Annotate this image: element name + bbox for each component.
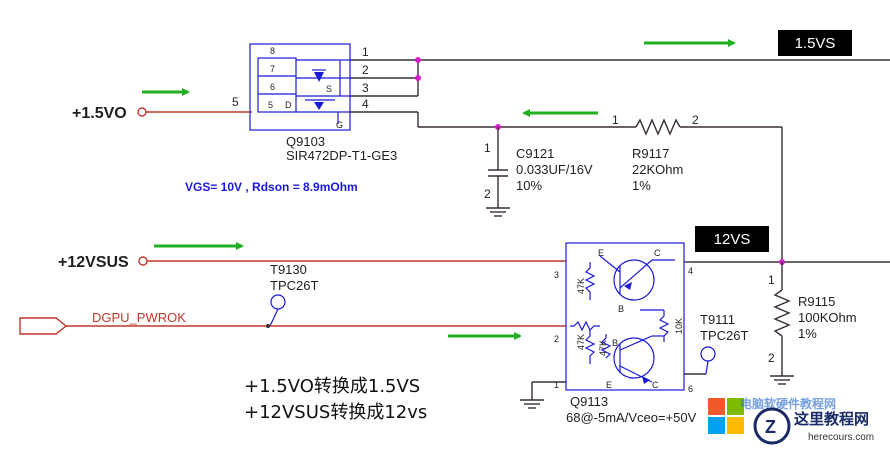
mosfet-q9103: 8 7 6 5 D S G 1 2 3 4 Q9103 SIR472DP-T1-… (249, 43, 397, 163)
q9113-e1: E (598, 248, 604, 258)
r9115-pin2: 2 (768, 351, 775, 365)
q9113-r3-label: 47K (598, 340, 608, 356)
c9121-ref: C9121 (516, 146, 554, 161)
net-1-5vo-input: +1.5VO 5 (72, 95, 252, 122)
q9113-e2: E (606, 380, 612, 390)
q9113-b2: B (612, 338, 618, 348)
q9113-pin2: 2 (554, 334, 559, 344)
q9103-pin-6: 6 (270, 82, 275, 92)
q9113-r2-label: 47K (576, 334, 586, 350)
watermark-partial-text: 电脑软硬件教程网 (740, 396, 836, 411)
testpoint-t9111: T9111 TPC26T (700, 312, 748, 375)
watermark-z-logo-icon (753, 407, 791, 445)
r9115-pin1: 1 (768, 273, 775, 287)
net-12vsus-input: +12VSUS (58, 254, 566, 271)
net-dgpu-pwrok: DGPU_PWROK (19, 310, 566, 335)
q9113-b1: B (618, 304, 624, 314)
r9115-tol: 1% (798, 326, 817, 341)
capacitor-c9121: 1 2 C9121 0.033UF/16V 10% (484, 127, 593, 217)
watermark-logo-tile-2 (727, 398, 744, 415)
q9113-c1: C (654, 248, 661, 258)
transistor-q9113: E C B 47K E C B 47K 47K 10K 3 2 1 4 6 Q9… (520, 242, 706, 425)
q9103-rpin-2: 2 (362, 63, 369, 77)
q9103-s-label: S (326, 84, 332, 94)
c9121-pin2: 2 (484, 187, 491, 201)
svg-text:Z: Z (765, 417, 776, 437)
t9130-part: TPC26T (270, 278, 318, 293)
net-label-12vsus: +12VSUS (58, 254, 129, 271)
t9111-part: TPC26T (700, 328, 748, 343)
q9103-pin-5: 5 (268, 100, 273, 110)
q9113-r4-label: 10K (674, 318, 684, 334)
q9103-rpin-3: 3 (362, 81, 369, 95)
q9113-pin4: 4 (688, 266, 693, 276)
q9103-ext-pin: 5 (232, 95, 239, 109)
r9117-ref: R9117 (632, 146, 669, 161)
q9113-r1-label: 47K (576, 278, 586, 294)
r9115-value: 100KOhm (798, 310, 857, 325)
net-gate-q9103 (350, 111, 636, 130)
q9103-part: SIR472DP-T1-GE3 (286, 148, 397, 163)
q9103-d-label: D (285, 100, 292, 110)
q9113-pin6: 6 (688, 384, 693, 394)
resistor-r9117: 1 2 R9117 22KOhm 1% (612, 113, 783, 262)
r9117-tol: 1% (632, 178, 651, 193)
c9121-tol: 10% (516, 178, 542, 193)
flow-arrows (142, 39, 736, 340)
r9117-pin2: 2 (692, 113, 699, 127)
watermark-logo-tile-3 (708, 417, 725, 434)
watermark-logo-tile-4 (727, 417, 744, 434)
net-12vs-rail: 12VS (692, 226, 890, 265)
caption: +1.5VO转换成1.5VS +12VSUS转换成12vs (244, 376, 427, 423)
q9103-ref: Q9103 (286, 134, 325, 149)
r9117-value: 22KOhm (632, 162, 683, 177)
q9103-pin-8: 8 (270, 46, 275, 56)
net-tag-12vs-text: 12VS (714, 231, 751, 248)
q9113-pin3: 3 (554, 270, 559, 280)
watermark-logo-tile-1 (708, 398, 725, 415)
caption-line-2: +12VSUS转换成12vs (244, 402, 427, 423)
q9103-rpin-1: 1 (362, 45, 369, 59)
net-label-dgpu-pwrok: DGPU_PWROK (92, 310, 186, 325)
net-label-1-5vo: +1.5VO (72, 105, 127, 122)
q9113-part: 68@-5mA/Vceo=+50V (566, 410, 697, 425)
testpoint-t9130: T9130 TPC26T (269, 262, 318, 327)
q9103-pin-7: 7 (270, 64, 275, 74)
t9130-ref: T9130 (270, 262, 307, 277)
resistor-r9115: 1 2 R9115 100KOhm 1% (768, 262, 857, 385)
q9103-g-label: G (336, 120, 343, 130)
watermark-url: herecours.com (808, 432, 874, 443)
q9113-ref: Q9113 (570, 394, 608, 409)
watermark-site-name: 这里教程网 (794, 410, 869, 428)
q9103-rpin-4: 4 (362, 97, 369, 111)
c9121-value: 0.033UF/16V (516, 162, 593, 177)
r9117-pin1: 1 (612, 113, 619, 127)
watermark: 电脑软硬件教程网 Z 这里教程网 herecours.com (708, 396, 874, 445)
q9113-c2: C (652, 380, 659, 390)
r9115-ref: R9115 (798, 294, 835, 309)
net-1-5vs-rail (350, 57, 890, 97)
net-tag-1-5vs-text: 1.5VS (795, 35, 836, 52)
caption-line-1: +1.5VO转换成1.5VS (244, 376, 420, 397)
mosfet-note: VGS= 10V , Rdson = 8.9mOhm (185, 180, 358, 194)
q9113-pin1: 1 (554, 380, 559, 390)
t9111-ref: T9111 (700, 312, 735, 327)
c9121-pin1: 1 (484, 141, 491, 155)
net-tag-1-5vs: 1.5VS (778, 30, 852, 56)
